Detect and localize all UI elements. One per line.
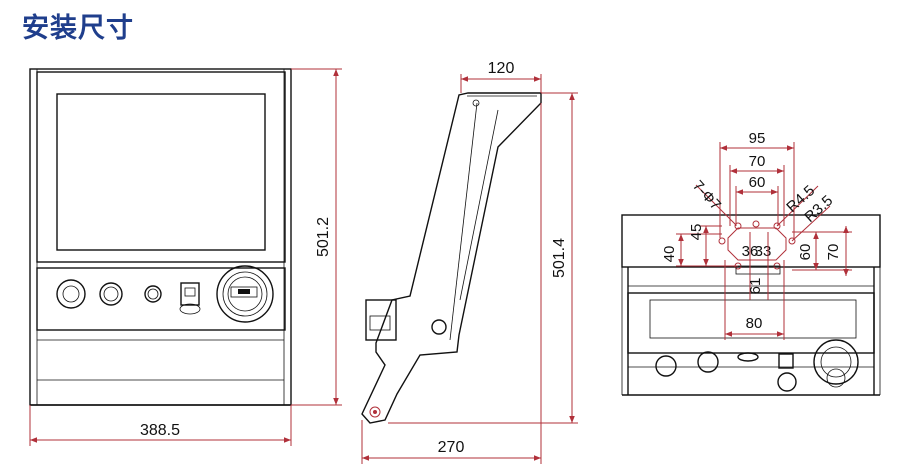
mount-dim-70: 70 bbox=[749, 153, 766, 170]
side-view: 120 501.4 270 bbox=[361, 60, 578, 464]
front-view: 501.2 388.5 bbox=[29, 68, 342, 446]
terminal-block bbox=[735, 265, 781, 275]
front-housing bbox=[29, 68, 292, 406]
mount-connector-icon bbox=[697, 351, 719, 373]
front-screen bbox=[56, 93, 266, 251]
mount-handwheel-icon bbox=[813, 339, 859, 385]
button-icon bbox=[144, 285, 162, 303]
button-icon bbox=[99, 282, 123, 306]
key-switch-icon bbox=[179, 282, 201, 315]
mount-dim-70-vertical: 70 bbox=[825, 244, 842, 261]
mount-dim-33: 33 bbox=[755, 243, 772, 260]
mounting-plate bbox=[727, 227, 787, 261]
side-housing bbox=[361, 92, 542, 424]
side-pivot-icon bbox=[369, 406, 381, 418]
side-bottom-label: 270 bbox=[438, 439, 465, 456]
page-title: 安装尺寸 bbox=[22, 13, 134, 44]
side-knob-icon bbox=[431, 319, 447, 335]
side-connector bbox=[365, 299, 397, 341]
mount-dim-80: 80 bbox=[746, 315, 763, 332]
front-height-label: 501.2 bbox=[315, 217, 332, 257]
side-height-label: 501.4 bbox=[551, 238, 568, 278]
mount-dim-61: 61 bbox=[747, 278, 764, 295]
mount-view: 95 70 60 7-Φ7 R4.5 R3.5 45 40 60 70 bbox=[621, 130, 881, 396]
mount-key-icon bbox=[778, 353, 794, 369]
mount-dim-60: 60 bbox=[749, 174, 766, 191]
mount-dim-45: 45 bbox=[688, 224, 705, 241]
handwheel-icon bbox=[216, 265, 274, 323]
mount-dim-40: 40 bbox=[661, 246, 678, 263]
mount-dim-60-vertical: 60 bbox=[797, 244, 814, 261]
side-top-label: 120 bbox=[488, 60, 515, 77]
mount-dim-95: 95 bbox=[749, 130, 766, 147]
mount-housing-top bbox=[621, 214, 881, 268]
front-control-panel bbox=[36, 267, 286, 331]
front-screen-bezel bbox=[36, 71, 286, 263]
front-width-label: 388.5 bbox=[140, 422, 180, 439]
mount-connector-icon bbox=[655, 355, 677, 377]
emergency-stop-icon bbox=[56, 279, 86, 309]
